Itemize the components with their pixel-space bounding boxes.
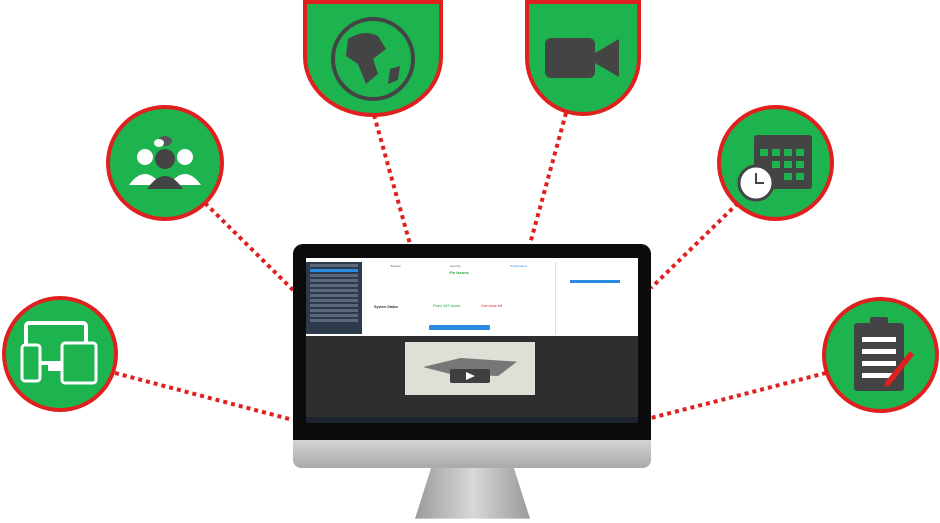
calendar-circle <box>717 105 834 221</box>
connector-video <box>528 112 568 245</box>
clipboard-checklist-icon <box>853 317 914 391</box>
people-circle <box>106 105 224 221</box>
tab-security[interactable]: Security <box>449 264 461 268</box>
system-status-label: System Status <box>374 305 399 309</box>
play-button[interactable] <box>450 369 490 383</box>
monitor-chin <box>293 440 651 468</box>
clipboard-circle <box>822 297 939 413</box>
fixed-issues-text: Fixed: 567 Issues <box>433 304 461 308</box>
tab-bar: Backup Security Performance <box>366 264 552 268</box>
monitor-stand <box>415 468 530 519</box>
monitor-screen: Backup Security Performance Fix Issues S… <box>306 258 638 423</box>
right-panel <box>555 262 638 334</box>
connector-globe <box>372 114 412 245</box>
connector-people <box>203 201 295 292</box>
devices-icon <box>20 321 98 385</box>
video-circle <box>525 0 641 116</box>
tab-backup[interactable]: Backup <box>390 264 401 268</box>
video-frame <box>405 342 535 395</box>
taskbar <box>306 417 638 423</box>
video-camera-icon <box>545 38 619 78</box>
tab-performance[interactable]: Performance <box>510 264 528 268</box>
app-window: Backup Security Performance Fix Issues S… <box>306 258 638 334</box>
connector-clipboard <box>650 371 827 420</box>
connector-devices <box>114 371 294 422</box>
issues-left-text: One issue left <box>481 304 503 308</box>
sidebar <box>306 262 362 334</box>
devices-circle <box>2 296 118 412</box>
fix-button[interactable] <box>429 325 490 330</box>
globe-circle <box>303 0 443 117</box>
globe-icon <box>331 16 415 101</box>
ship-image <box>423 358 517 376</box>
people-chat-icon <box>129 136 201 189</box>
video-player <box>306 336 638 423</box>
page-title: Fix Issues <box>449 270 469 275</box>
connector-calendar <box>649 201 740 290</box>
calendar-clock-icon <box>737 135 812 202</box>
